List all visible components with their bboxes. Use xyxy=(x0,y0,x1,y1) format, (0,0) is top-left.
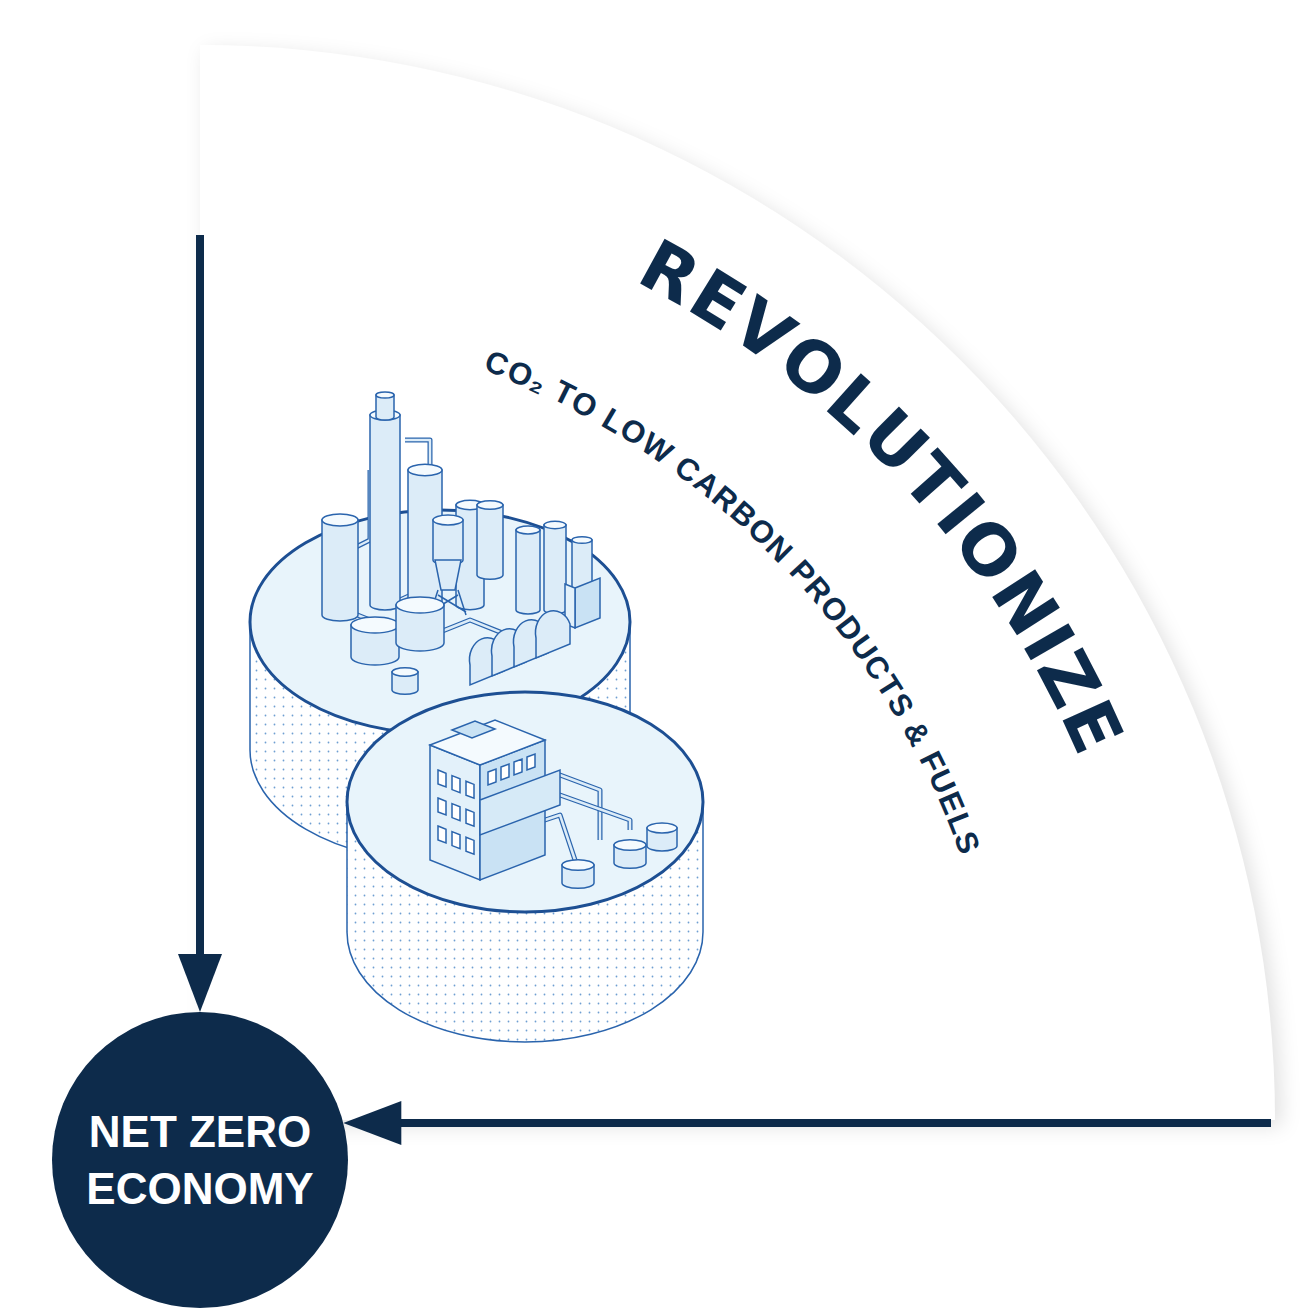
tank-cap xyxy=(516,526,540,534)
flow-arrow xyxy=(343,1101,1271,1145)
building-face xyxy=(452,804,460,821)
tank xyxy=(544,525,566,614)
platform-top xyxy=(347,692,703,912)
tank xyxy=(477,505,503,579)
building-face xyxy=(438,826,446,843)
tank-cap xyxy=(376,392,394,398)
arrow-shaft xyxy=(397,1119,1271,1127)
building-face xyxy=(452,776,460,793)
tank xyxy=(516,530,540,614)
tank-cap xyxy=(433,515,463,525)
tank-cap xyxy=(408,464,442,475)
goal-text: NET ZERO ECONOMY xyxy=(75,1103,325,1217)
tank-cap xyxy=(396,597,444,613)
building-face xyxy=(480,770,560,835)
building-face xyxy=(466,809,474,826)
tank-cap xyxy=(647,823,677,833)
tank xyxy=(433,520,463,565)
building-face xyxy=(514,759,522,775)
arrow-head xyxy=(343,1101,401,1145)
building-face xyxy=(527,754,535,770)
building-face xyxy=(452,832,460,849)
tank-cap xyxy=(351,617,399,633)
quadrant-fill xyxy=(200,45,1275,1120)
flow-arrow xyxy=(178,235,222,1012)
quadrant-region: CO₂ TO LOW CARBON PRODUCTS & FUELSREVOLU… xyxy=(200,45,1275,1120)
building-face xyxy=(452,721,495,738)
arrow-shaft xyxy=(196,235,204,958)
tank-cap xyxy=(572,537,592,544)
building-face xyxy=(466,781,474,798)
tank xyxy=(322,520,358,621)
building-face xyxy=(488,769,496,785)
building-face xyxy=(501,764,509,780)
circle-shape xyxy=(52,1012,348,1308)
building-face xyxy=(438,798,446,815)
tank-cap xyxy=(614,840,646,851)
goal-circle: NET ZERO ECONOMY xyxy=(52,1012,348,1308)
arrow-head xyxy=(178,954,222,1012)
shed xyxy=(535,611,570,658)
tank-cap xyxy=(477,501,503,510)
tank-cap xyxy=(322,514,358,526)
tank-cap xyxy=(544,521,566,528)
tank-cap xyxy=(562,860,594,871)
building-face xyxy=(430,745,480,880)
tank-cap xyxy=(392,668,418,677)
building-face xyxy=(575,578,600,628)
tank xyxy=(370,415,400,610)
circle-fill xyxy=(52,1012,348,1308)
building-face xyxy=(438,770,446,787)
building-face xyxy=(466,837,474,854)
